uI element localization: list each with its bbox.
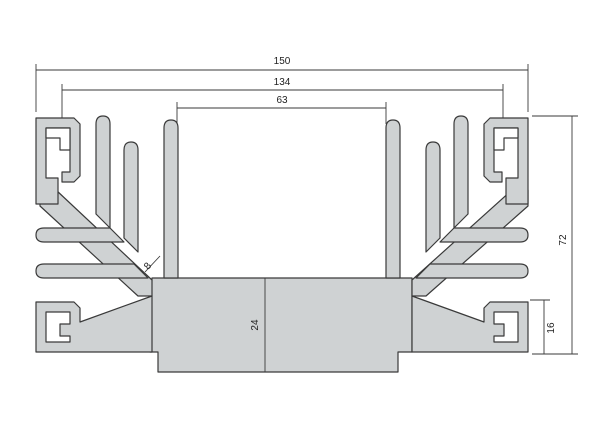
dim-label-8: 8 — [142, 260, 154, 272]
left-upper-slot-opening — [45, 127, 71, 151]
dimension-base-height: 24 — [250, 319, 261, 331]
dim-label-72: 72 — [558, 234, 569, 246]
dim-label-24: 24 — [250, 319, 261, 331]
dim-label-150: 150 — [274, 56, 291, 67]
dimension-cavity-width: 63 — [176, 95, 387, 124]
left-lower-slot-opening — [45, 311, 71, 343]
right-fin-vertical-1 — [453, 115, 469, 229]
dimension-overall-height: 72 — [532, 115, 578, 355]
heatsink-profile — [35, 115, 529, 373]
right-upper-slot-opening — [493, 127, 519, 151]
base-block — [149, 277, 413, 373]
dim-label-16: 16 — [546, 322, 557, 334]
left-upper-channel — [35, 117, 81, 205]
left-fin-horizontal-1 — [35, 227, 125, 243]
dimension-slot-span: 134 — [61, 77, 504, 122]
right-fin-horizontal-1 — [439, 227, 529, 243]
dimension-slot-height: 16 — [530, 299, 557, 354]
dimension-fin-thickness: 8 — [142, 255, 161, 273]
right-fin-horizontal-2 — [415, 263, 529, 279]
left-fin-vertical-1 — [95, 115, 111, 229]
left-fin-horizontal-2 — [35, 263, 149, 279]
dim-label-63: 63 — [276, 95, 288, 106]
right-upper-channel — [483, 117, 529, 205]
left-center-wall — [163, 119, 179, 279]
left-fin-vertical-2 — [123, 141, 139, 253]
right-fin-vertical-2 — [425, 141, 441, 253]
right-lower-slot-opening — [493, 311, 519, 343]
dimension-overall-width: 150 — [35, 56, 529, 112]
right-center-wall — [385, 119, 401, 279]
dim-label-134: 134 — [274, 77, 291, 88]
